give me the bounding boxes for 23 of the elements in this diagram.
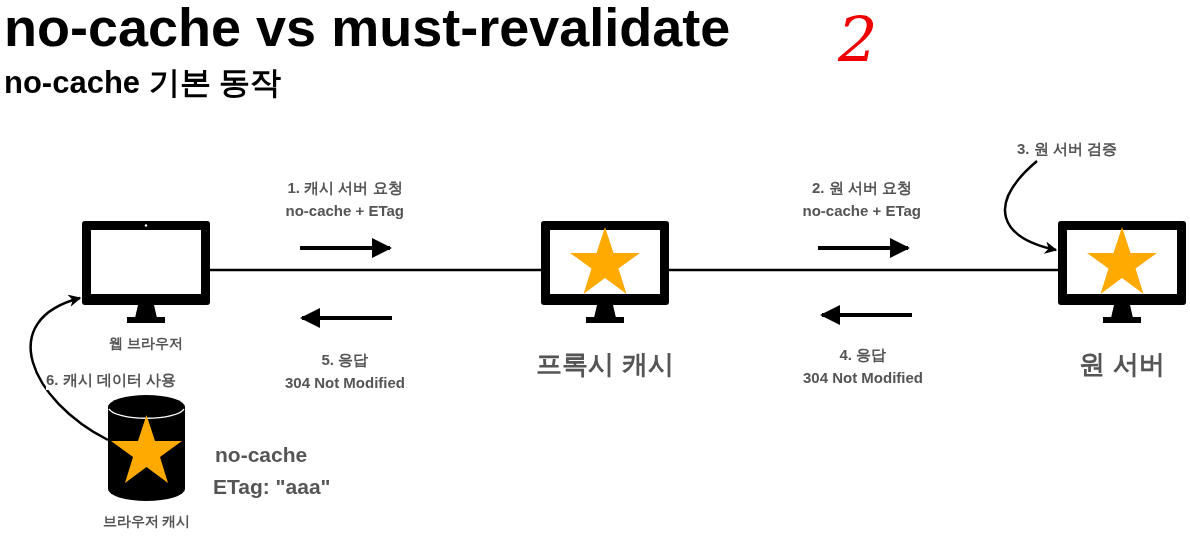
- message-text: 2. 원 서버 요청: [812, 179, 912, 198]
- message-text: no-cache + ETag: [802, 202, 921, 219]
- curved-arrow: [1003, 160, 1058, 254]
- edge-label: 6. 캐시 데이터 사용: [46, 371, 176, 390]
- curved-arrow: [29, 295, 109, 442]
- cache-header-text: no-cache: [215, 443, 308, 467]
- node-caption: 브라우저 캐시: [101, 513, 192, 531]
- step-text: 3. 원 서버 검증: [1016, 140, 1118, 159]
- connector-line: [210, 268, 541, 272]
- handwritten-number: 2: [838, 3, 878, 76]
- title: no-cache vs must-revalidate: [4, 0, 731, 58]
- message-text: 304 Not Modified: [285, 374, 405, 391]
- message-text: 5. 응답: [321, 351, 369, 370]
- node-caption: 프록시 캐시: [535, 348, 675, 381]
- message-text: 1. 캐시 서버 요청: [287, 179, 403, 198]
- node-caption: 원 서버: [1078, 348, 1166, 381]
- message-text: 304 Not Modified: [803, 369, 923, 386]
- cache-header-text: ETag: "aaa": [213, 475, 331, 499]
- node-caption: 웹 브라우저: [108, 335, 184, 353]
- message-text: no-cache + ETag: [285, 202, 404, 219]
- message-text: 4. 응답: [839, 346, 887, 365]
- subtitle: no-cache 기본 동작: [4, 64, 282, 102]
- connector-line: [669, 268, 1058, 272]
